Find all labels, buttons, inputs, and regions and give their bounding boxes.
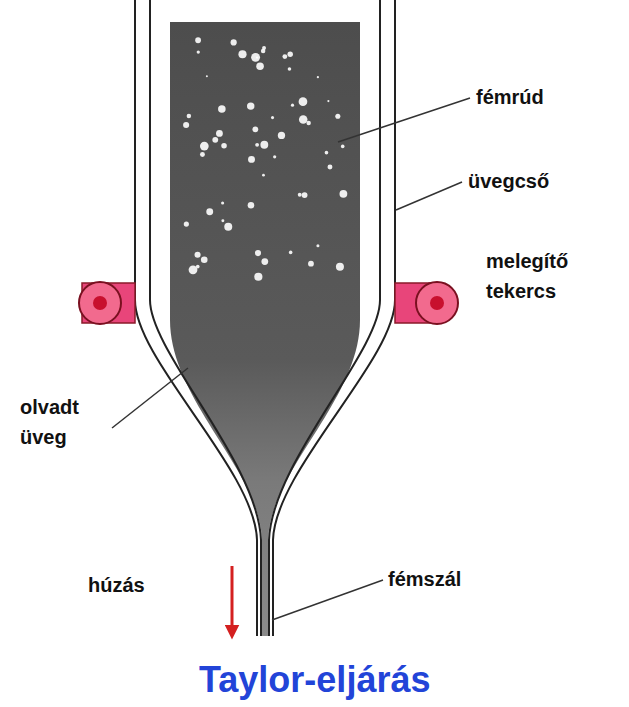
- inclusion-dot: [261, 49, 265, 53]
- inclusion-dot: [271, 116, 274, 119]
- part-label: fémszál: [388, 564, 538, 594]
- inclusion-dot: [221, 201, 224, 204]
- inclusion-dot: [299, 115, 308, 124]
- glass-tube-walls: [135, 0, 395, 636]
- rod-inclusions: [183, 37, 347, 280]
- inclusion-dot: [200, 152, 205, 157]
- inclusion-dot: [224, 223, 232, 231]
- inclusion-dot: [201, 256, 208, 263]
- glass-tube-fill: [135, 0, 395, 636]
- inclusion-dot: [183, 122, 189, 128]
- inclusion-dot: [231, 39, 237, 45]
- diagram-title: Taylor-eljárás: [199, 659, 430, 701]
- inclusion-dot: [316, 244, 319, 247]
- inclusion-dot: [212, 137, 218, 143]
- inclusion-dot: [238, 50, 246, 58]
- inclusion-dot: [302, 192, 308, 198]
- part-label: húzás: [88, 570, 208, 600]
- inclusion-dot: [206, 75, 208, 77]
- inclusion-dot: [336, 263, 344, 271]
- inclusion-dot: [325, 151, 329, 155]
- heating-coil: [79, 282, 458, 324]
- inclusion-dot: [247, 102, 254, 109]
- inclusion-dot: [287, 51, 292, 56]
- part-label: fémrúd: [476, 82, 616, 112]
- inclusion-dot: [248, 156, 255, 163]
- inclusion-dot: [327, 165, 332, 170]
- inclusion-dot: [339, 190, 347, 198]
- inclusion-dot: [291, 104, 294, 107]
- inclusion-dot: [216, 130, 223, 137]
- inclusion-dot: [317, 76, 319, 78]
- inclusion-dot: [308, 261, 314, 267]
- inclusion-dot: [206, 208, 213, 215]
- inclusion-dot: [248, 202, 255, 209]
- inclusion-dot: [327, 100, 329, 102]
- inclusion-dot: [278, 132, 285, 139]
- inclusion-dot: [187, 114, 192, 119]
- inclusion-dot: [298, 193, 302, 197]
- inclusion-dot: [254, 273, 262, 281]
- inclusion-dot: [282, 54, 287, 59]
- inclusion-dot: [261, 258, 268, 265]
- inclusion-dot: [260, 141, 268, 149]
- inclusion-dot: [288, 67, 292, 71]
- inclusion-dot: [255, 143, 259, 147]
- inclusion-dot: [252, 126, 258, 132]
- inclusion-dot: [221, 219, 224, 222]
- inclusion-dot: [262, 174, 265, 177]
- inclusion-dot: [200, 142, 209, 151]
- pull-arrow: [231, 566, 234, 632]
- inclusion-dot: [251, 53, 260, 62]
- part-label: melegítő tekercs: [486, 246, 606, 306]
- inclusion-dot: [273, 155, 276, 158]
- part-label: üvegcső: [468, 166, 618, 196]
- inclusion-dot: [184, 221, 189, 226]
- inclusion-dot: [256, 62, 264, 70]
- inclusion-dot: [306, 121, 310, 125]
- inclusion-dot: [195, 37, 201, 43]
- metal-rod: [170, 22, 360, 636]
- inclusion-dot: [335, 114, 340, 119]
- inclusion-dot: [196, 265, 200, 269]
- inclusion-dot: [218, 105, 226, 113]
- inclusion-dot: [255, 250, 261, 256]
- inclusion-dot: [299, 97, 308, 106]
- inclusion-dot: [195, 252, 201, 258]
- inclusion-dot: [341, 145, 345, 149]
- inclusion-dot: [289, 251, 293, 255]
- inclusion-dot: [221, 143, 227, 149]
- inclusion-dot: [197, 50, 200, 53]
- part-label: olvadt üveg: [20, 392, 112, 452]
- leader-lines: [112, 98, 470, 620]
